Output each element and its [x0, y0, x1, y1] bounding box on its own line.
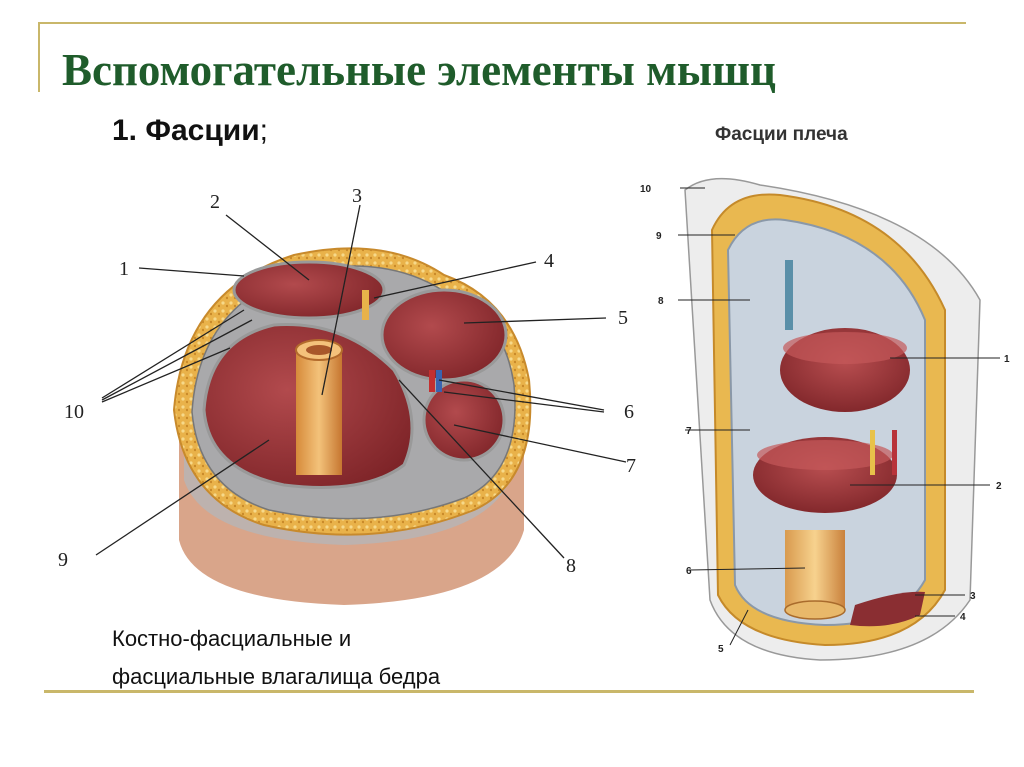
vessel-red [429, 370, 435, 392]
caption-line-1: Костно-фасциальные и [112, 626, 352, 651]
right-figure-title: Фасции плеча [715, 124, 848, 145]
bottom-rule [44, 690, 974, 693]
left-label-2: 2 [210, 191, 220, 213]
femur-bone [296, 350, 342, 475]
right-label-1: 1 [1004, 354, 1010, 365]
arm-muscle-upper-top [783, 332, 907, 364]
vessel-mid-red [892, 430, 897, 475]
left-label-5: 5 [618, 307, 628, 329]
right-label-2: 2 [996, 481, 1002, 492]
arm-fascia-figure: Фасции плеча 10 9 8 1 7 2 6 3 4 5 [640, 124, 1010, 661]
arm-muscle-bottom [850, 591, 925, 627]
left-label-7: 7 [626, 455, 636, 477]
femur-marrow [306, 345, 332, 355]
right-label-4: 4 [960, 612, 966, 623]
left-label-8: 8 [566, 555, 576, 577]
humerus-bone-end [784, 600, 846, 620]
right-label-5: 5 [718, 644, 724, 655]
slide-subtitle: 1. Фасции; [112, 114, 268, 148]
right-label-7: 7 [686, 426, 692, 437]
vessel-top [785, 260, 793, 330]
arm-muscle-lower-top [757, 440, 893, 470]
fascia-layer [726, 218, 926, 627]
subtitle-main: 1. Фасции [112, 114, 260, 147]
right-label-3: 3 [970, 591, 976, 602]
thigh-cross-section-figure: 1 2 3 4 5 6 7 8 9 10 [58, 185, 636, 605]
vessel-mid-yellow [870, 430, 875, 475]
vessel-upper [362, 290, 369, 320]
figure-caption: Костно-фасциальные и фасциальные влагали… [112, 620, 440, 696]
right-label-6: 6 [686, 566, 692, 577]
left-rule [38, 22, 40, 92]
muscle-medial [422, 378, 506, 462]
muscle-lateral [380, 288, 508, 382]
muscle-anterior [232, 260, 386, 320]
left-label-4: 4 [544, 250, 554, 272]
left-label-3: 3 [352, 185, 362, 207]
top-rule [38, 22, 966, 24]
left-label-6: 6 [624, 401, 634, 423]
left-label-10: 10 [64, 401, 84, 423]
slide-title: Вспомогательные элементы мышц [62, 45, 776, 95]
leader-lines [95, 204, 627, 559]
right-label-8: 8 [658, 296, 664, 307]
left-label-1: 1 [119, 258, 129, 280]
left-label-9: 9 [58, 549, 68, 571]
right-label-10: 10 [640, 184, 652, 195]
caption-line-2: фасциальные влагалища бедра [112, 664, 441, 689]
subtitle-suffix: ; [259, 114, 268, 147]
humerus-bone [785, 530, 845, 610]
vessel-blue [436, 370, 442, 392]
right-leader-lines [678, 187, 1000, 646]
right-label-9: 9 [656, 231, 662, 242]
